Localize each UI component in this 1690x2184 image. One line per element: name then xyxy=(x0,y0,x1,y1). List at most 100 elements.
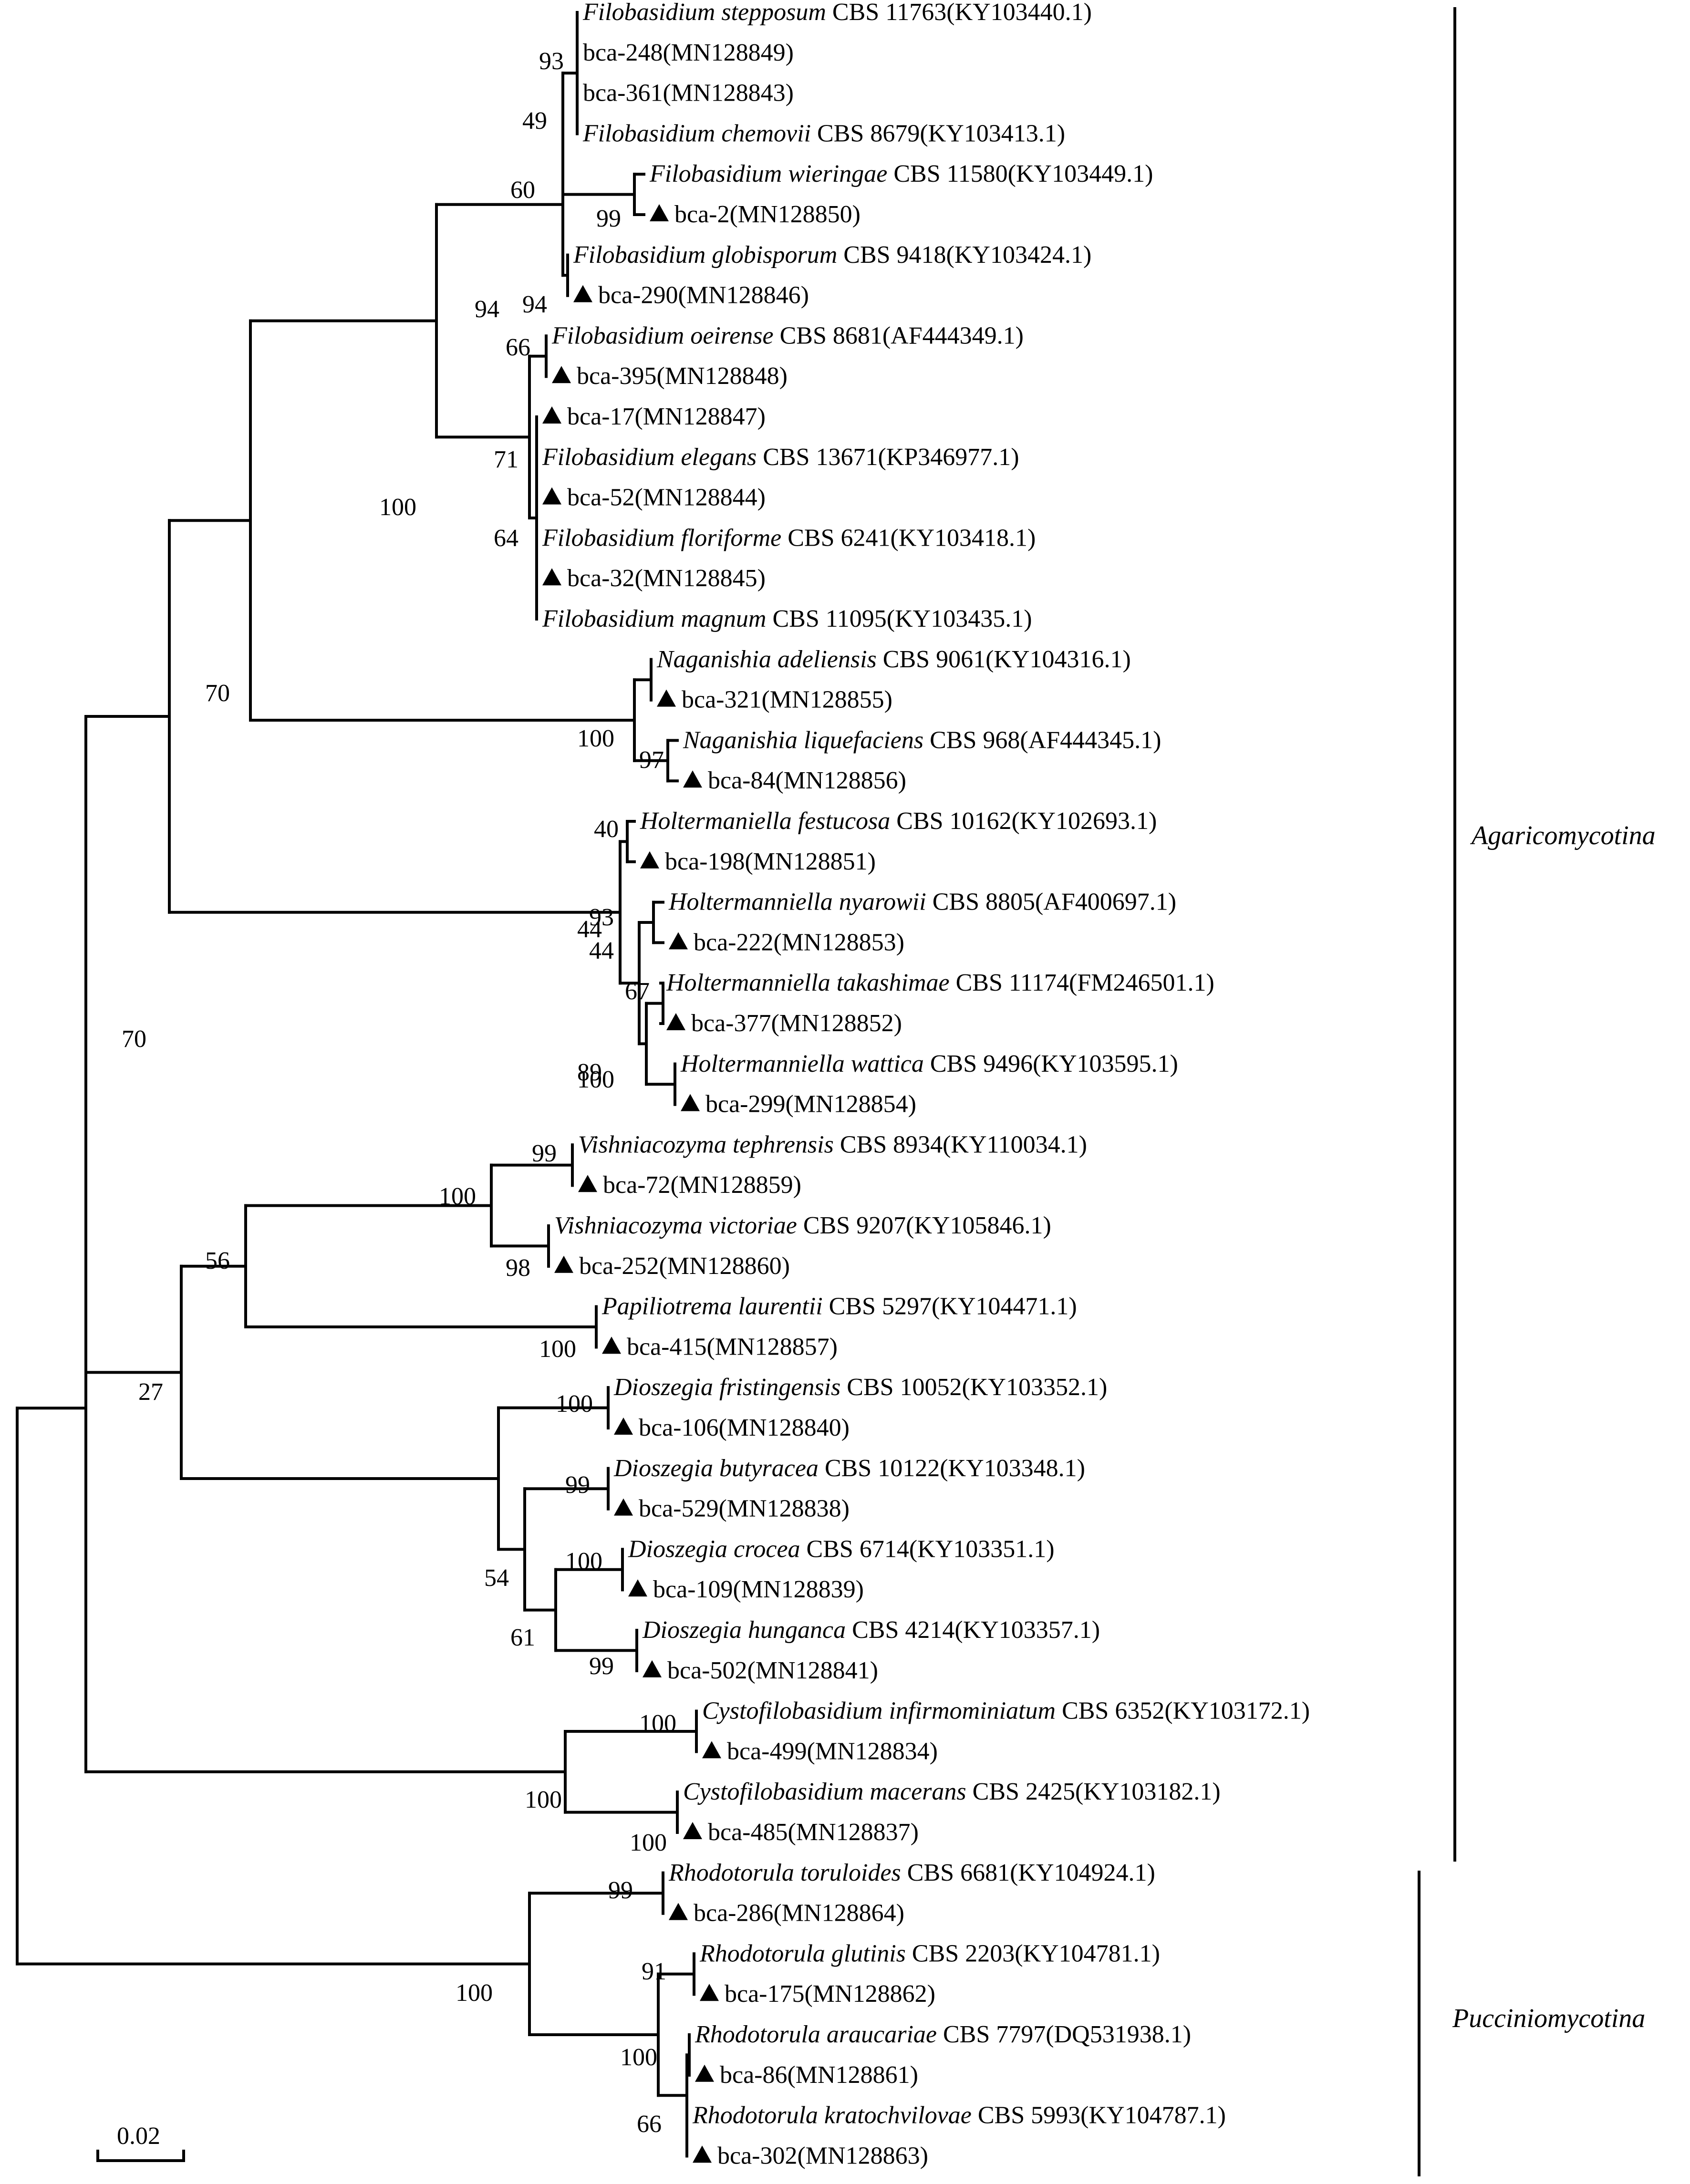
bootstrap-value: 67 xyxy=(625,978,650,1005)
clade-label-pucciniomycotina: Pucciniomycotina xyxy=(1452,2004,1645,2033)
strain-accession: bca-222(MN128853) xyxy=(694,929,904,956)
isolate-marker-icon xyxy=(554,1255,573,1273)
taxon-label: Naganishia adeliensis CBS 9061(KY104316.… xyxy=(656,646,1131,673)
strain-accession: CBS 11095(KY103435.1) xyxy=(772,605,1032,632)
strain-accession: bca-17(MN128847) xyxy=(567,403,766,430)
species-name: Holtermanniella takashimae xyxy=(666,969,956,996)
strain-accession: bca-286(MN128864) xyxy=(694,1900,904,1927)
strain-accession: CBS 7797(DQ531938.1) xyxy=(943,2021,1191,2048)
taxon-label: Filobasidium wieringae CBS 11580(KY10344… xyxy=(649,160,1153,187)
species-name: Dioszegia fristingensis xyxy=(613,1374,847,1401)
species-name: Rhodotorula araucariae xyxy=(695,2021,943,2048)
strain-accession: bca-485(MN128837) xyxy=(708,1819,919,1846)
species-name: Filobasidium oeirense xyxy=(551,322,780,349)
strain-accession: CBS 11763(KY103440.1) xyxy=(832,0,1092,26)
bootstrap-value: 64 xyxy=(494,525,518,552)
bootstrap-value: 94 xyxy=(475,296,499,323)
bootstrap-value: 70 xyxy=(122,1025,146,1053)
strain-accession: bca-175(MN128862) xyxy=(725,1980,935,2008)
species-name: Dioszegia butyracea xyxy=(613,1455,825,1482)
strain-accession: CBS 6352(KY103172.1) xyxy=(1062,1698,1310,1725)
isolate-marker-icon xyxy=(695,2064,714,2082)
bootstrap-value: 61 xyxy=(510,1624,535,1651)
isolate-marker-icon xyxy=(669,932,688,950)
taxon-label: Filobasidium oeirense CBS 8681(AF444349.… xyxy=(551,322,1024,349)
taxon-label: Dioszegia fristingensis CBS 10052(KY1033… xyxy=(613,1374,1107,1401)
taxon-label: Filobasidium stepposum CBS 11763(KY10344… xyxy=(582,0,1092,26)
isolate-marker-icon xyxy=(542,487,561,505)
strain-accession: CBS 6681(KY104924.1) xyxy=(907,1859,1155,1886)
taxon-label: bca-302(MN128863) xyxy=(717,2142,928,2169)
bootstrap-value: 99 xyxy=(608,1877,633,1904)
strain-accession: CBS 6714(KY103351.1) xyxy=(807,1535,1055,1563)
bootstrap-value: 100 xyxy=(577,1066,614,1093)
bootstrap-value: 93 xyxy=(589,904,614,931)
bootstrap-value: 60 xyxy=(510,176,535,204)
bootstrap-value: 91 xyxy=(642,1958,666,1985)
bootstrap-value: 99 xyxy=(589,1653,614,1680)
taxon-label: Holtermaniella festucosa CBS 10162(KY102… xyxy=(640,807,1157,835)
strain-accession: CBS 968(AF444345.1) xyxy=(930,726,1161,754)
species-name: Papiliotrema laurentii xyxy=(601,1293,829,1320)
taxon-label: Naganishia liquefaciens CBS 968(AF444345… xyxy=(683,726,1161,754)
strain-accession: CBS 10052(KY103352.1) xyxy=(847,1374,1107,1401)
strain-accession: bca-395(MN128848) xyxy=(577,362,788,390)
taxon-label: bca-502(MN128841) xyxy=(667,1657,878,1684)
taxon-label: Rhodotorula toruloides CBS 6681(KY104924… xyxy=(668,1859,1155,1886)
bootstrap-value: 99 xyxy=(565,1471,590,1499)
strain-accession: CBS 5993(KY104787.1) xyxy=(978,2102,1226,2129)
taxon-label: Cystofilobasidium macerans CBS 2425(KY10… xyxy=(683,1778,1221,1805)
isolate-marker-icon xyxy=(669,1903,688,1920)
taxon-label: bca-529(MN128838) xyxy=(639,1495,850,1522)
strain-accession: bca-248(MN128849) xyxy=(583,39,794,66)
isolate-marker-icon xyxy=(578,1175,597,1192)
species-name: Rhodotorula glutinis xyxy=(699,1940,912,1967)
taxon-label: bca-321(MN128855) xyxy=(682,686,892,714)
taxon-label: Rhodotorula glutinis CBS 2203(KY104781.1… xyxy=(699,1940,1160,1967)
bootstrap-value: 49 xyxy=(522,107,547,135)
strain-accession: bca-361(MN128843) xyxy=(583,80,794,107)
bootstrap-value: 100 xyxy=(556,1390,593,1418)
strain-accession: bca-302(MN128863) xyxy=(717,2142,928,2169)
taxon-label: Filobasidium elegans CBS 13671(KP346977.… xyxy=(542,444,1019,471)
taxon-label: bca-86(MN128861) xyxy=(720,2061,918,2089)
isolate-marker-icon xyxy=(602,1336,621,1354)
species-name: Vishniacozyma tephrensis xyxy=(578,1131,840,1158)
isolate-marker-icon xyxy=(643,1660,662,1677)
bootstrap-value: 40 xyxy=(594,816,619,843)
taxon-label: bca-361(MN128843) xyxy=(583,80,794,107)
tree-drawing: Filobasidium stepposum CBS 11763(KY10344… xyxy=(16,0,1656,2176)
isolate-marker-icon xyxy=(657,689,676,707)
isolate-marker-icon xyxy=(552,366,571,383)
taxon-label: bca-84(MN128856) xyxy=(708,767,906,794)
species-name: Dioszegia crocea xyxy=(628,1535,807,1563)
strain-accession: bca-106(MN128840) xyxy=(639,1414,850,1441)
strain-accession: CBS 11580(KY103449.1) xyxy=(893,160,1153,187)
strain-accession: bca-321(MN128855) xyxy=(682,686,892,714)
taxon-label: bca-290(MN128846) xyxy=(598,282,809,309)
isolate-marker-icon xyxy=(614,1498,633,1516)
species-name: Holtermaniella festucosa xyxy=(640,807,896,835)
strain-accession: bca-290(MN128846) xyxy=(598,282,809,309)
bootstrap-value: 27 xyxy=(138,1378,163,1406)
strain-accession: CBS 9496(KY103595.1) xyxy=(930,1050,1178,1077)
isolate-marker-icon xyxy=(693,2145,712,2163)
bootstrap-value: 100 xyxy=(379,494,416,521)
bootstrap-value: 44 xyxy=(589,937,614,964)
species-name: Filobasidium globisporum xyxy=(573,241,843,269)
isolate-marker-icon xyxy=(650,204,669,221)
isolate-marker-icon xyxy=(614,1418,633,1435)
isolate-marker-icon xyxy=(640,851,659,869)
taxon-label: bca-222(MN128853) xyxy=(694,929,904,956)
taxon-label: bca-109(MN128839) xyxy=(653,1576,864,1603)
taxon-label: bca-17(MN128847) xyxy=(567,403,766,430)
species-name: Filobasidium floriforme xyxy=(542,524,788,551)
strain-accession: CBS 8805(AF400697.1) xyxy=(933,889,1176,916)
isolate-marker-icon xyxy=(542,406,561,424)
taxon-label: Filobasidium chemovii CBS 8679(KY103413.… xyxy=(582,120,1065,147)
isolate-marker-icon xyxy=(700,1984,719,2001)
strain-accession: CBS 2425(KY103182.1) xyxy=(973,1778,1221,1805)
taxon-label: bca-175(MN128862) xyxy=(725,1980,935,2008)
strain-accession: bca-499(MN128834) xyxy=(727,1738,938,1765)
